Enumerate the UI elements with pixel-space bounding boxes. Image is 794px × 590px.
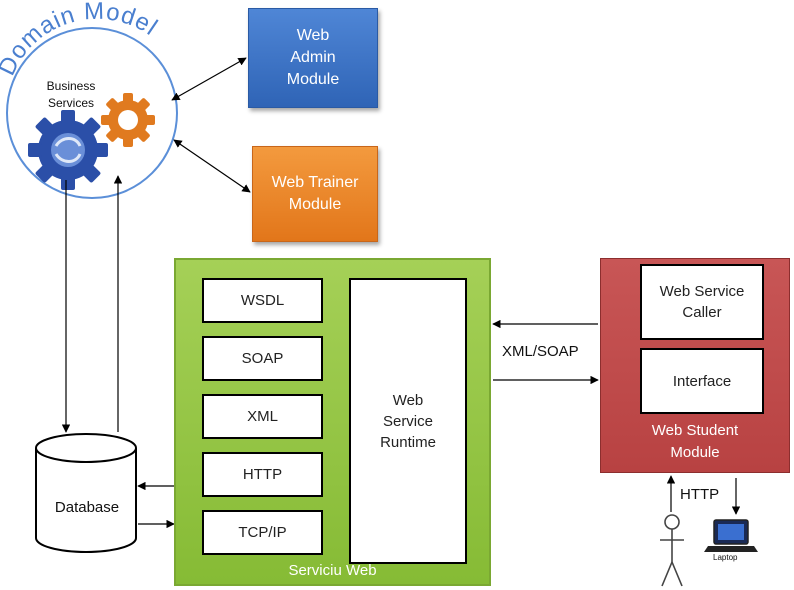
stick-figure-icon — [660, 514, 684, 587]
business-services-label: Business Services — [46, 79, 96, 110]
interface-box: Interface — [640, 348, 764, 414]
web-service-runtime-box: Web Service Runtime — [349, 278, 467, 564]
web-trainer-module: Web Trainer Module — [252, 146, 378, 242]
web-student-module-label: Web Student Module — [651, 422, 739, 461]
web-service-caller-box: Web Service Caller — [640, 264, 764, 340]
laptop-label: Laptop — [713, 553, 738, 562]
serviciu-web-label: Serviciu Web — [288, 562, 377, 579]
orange-gear-icon — [101, 93, 155, 147]
protocol-box-http: HTTP — [202, 452, 323, 497]
web-admin-module: Web Admin Module — [248, 8, 378, 108]
blue-gear-icon — [28, 110, 108, 190]
protocol-box-tcpip: TCP/IP — [202, 510, 323, 555]
database-cylinder-icon — [35, 433, 137, 553]
http-client-label: HTTP — [680, 486, 720, 503]
laptop-icon — [704, 519, 758, 552]
protocol-box-soap: SOAP — [202, 336, 323, 381]
protocol-box-xml: XML — [202, 394, 323, 439]
protocol-box-wsdl: WSDL — [202, 278, 323, 323]
xml-soap-label: XML/SOAP — [502, 343, 579, 360]
database-label: Database — [54, 499, 120, 516]
